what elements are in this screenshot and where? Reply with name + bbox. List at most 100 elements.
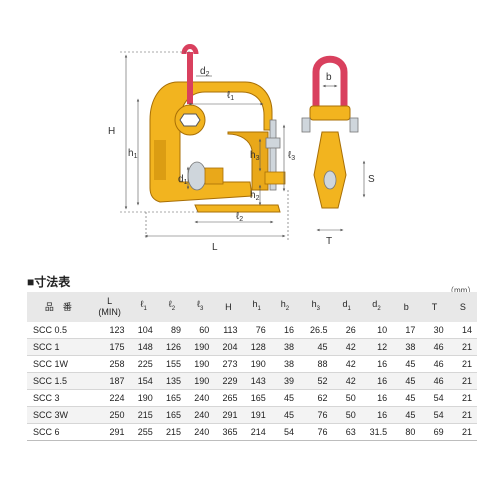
value-cell: 143 [242, 372, 271, 390]
value-cell: 240 [186, 389, 215, 407]
value-cell: 255 [129, 423, 158, 441]
value-cell: 50 [332, 389, 361, 407]
value-cell: 21 [448, 406, 477, 424]
value-cell: 30 [433, 325, 444, 335]
header-cell: S [448, 292, 477, 322]
table-title: ■寸法表 [27, 275, 71, 289]
header-cell: L(MIN) [89, 292, 130, 322]
value-cell: 38 [392, 338, 421, 356]
value-cell: 215 [157, 423, 187, 441]
value-cell: 39 [270, 372, 300, 390]
value-cell: 17 [405, 325, 416, 335]
value-cell: 52 [299, 372, 333, 390]
dim-label-d2: d2 [200, 66, 210, 78]
side-view [301, 55, 359, 209]
value-cell: 45 [299, 338, 333, 356]
dim-label-l1: ℓ1 [227, 90, 234, 102]
header-cell: d2 [360, 292, 393, 322]
value-cell: 42 [332, 355, 361, 373]
value-cell: 45 [392, 372, 421, 390]
value-cell: 190 [129, 389, 158, 407]
header-cell: b [392, 292, 421, 322]
clamp-screw [187, 119, 286, 191]
value-cell: 26.5 [310, 325, 328, 335]
dim-label-b: b [326, 72, 332, 83]
header-cell: ℓ2 [157, 292, 187, 322]
value-cell: 123 [109, 325, 125, 335]
header-cell: T [420, 292, 449, 322]
value-cell: 38 [270, 338, 300, 356]
value-cell: 54 [420, 389, 449, 407]
dim-label-L: L [212, 242, 218, 253]
value-cell: 204 [214, 338, 243, 356]
value-cell: 21 [448, 355, 477, 373]
dim-label-S: S [368, 174, 375, 185]
value-cell: 273 [214, 355, 243, 373]
value-cell: 60 [199, 325, 210, 335]
value-cell: 54 [270, 423, 300, 441]
value-cell: 154 [129, 372, 158, 390]
dim-label-h2: h2 [250, 190, 260, 202]
value-cell: 16 [360, 372, 393, 390]
value-cell: 50 [332, 406, 361, 424]
value-cell: 265 [214, 389, 243, 407]
value-cell: 45 [270, 389, 300, 407]
header-cell: h1 [242, 292, 271, 322]
value-cell: 46 [420, 338, 449, 356]
dim-label-h3: h3 [250, 150, 260, 162]
value-cell: 240 [186, 423, 215, 441]
value-cell: 229 [214, 372, 243, 390]
value-cell: 291 [89, 423, 130, 441]
dim-label-l2: ℓ2 [236, 211, 243, 223]
value-cell: 12 [360, 338, 393, 356]
value-cell: 21 [448, 338, 477, 356]
header-cell: d1 [332, 292, 361, 322]
value-cell: 16 [360, 355, 393, 373]
value-cell: 155 [157, 355, 187, 373]
value-cell: 21 [448, 372, 477, 390]
dimension-lines [120, 51, 366, 240]
value-cell: 104 [137, 325, 153, 335]
value-cell: 126 [157, 338, 187, 356]
value-cell: 191 [242, 406, 271, 424]
value-cell: 190 [242, 355, 271, 373]
value-cell: 16 [284, 325, 295, 335]
value-cell: 190 [186, 338, 215, 356]
value-cell: 63 [332, 423, 361, 441]
value-cell: 16 [360, 389, 393, 407]
model-cell: SCC 3W [27, 406, 90, 424]
value-cell: 54 [420, 406, 449, 424]
header-cell: ℓ3 [186, 292, 215, 322]
model-cell: SCC 1W [27, 355, 90, 373]
value-cell: 16 [360, 406, 393, 424]
dim-label-h1: h1 [128, 148, 138, 160]
value-cell: 88 [299, 355, 333, 373]
value-cell: 148 [129, 338, 158, 356]
value-cell: 10 [377, 325, 388, 335]
value-cell: 89 [171, 325, 182, 335]
value-cell: 165 [157, 406, 187, 424]
model-cell: SCC 1 [27, 338, 90, 356]
value-cell: 38 [270, 355, 300, 373]
value-cell: 291 [214, 406, 243, 424]
value-cell: 69 [420, 423, 449, 441]
header-cell: ℓ1 [129, 292, 158, 322]
value-cell: 46 [420, 355, 449, 373]
value-cell: 165 [157, 389, 187, 407]
value-cell: 46 [420, 372, 449, 390]
value-cell: 187 [89, 372, 130, 390]
value-cell: 135 [157, 372, 187, 390]
dimension-drawing: H h1 L ℓ1 ℓ2 ℓ3 d1 d2 h2 h3 b S T [108, 44, 375, 253]
value-cell: 365 [214, 423, 243, 441]
value-cell: 62 [299, 389, 333, 407]
value-cell: 45 [270, 406, 300, 424]
dim-label-H: H [108, 126, 115, 137]
header-cell: 品 番 [27, 292, 90, 322]
